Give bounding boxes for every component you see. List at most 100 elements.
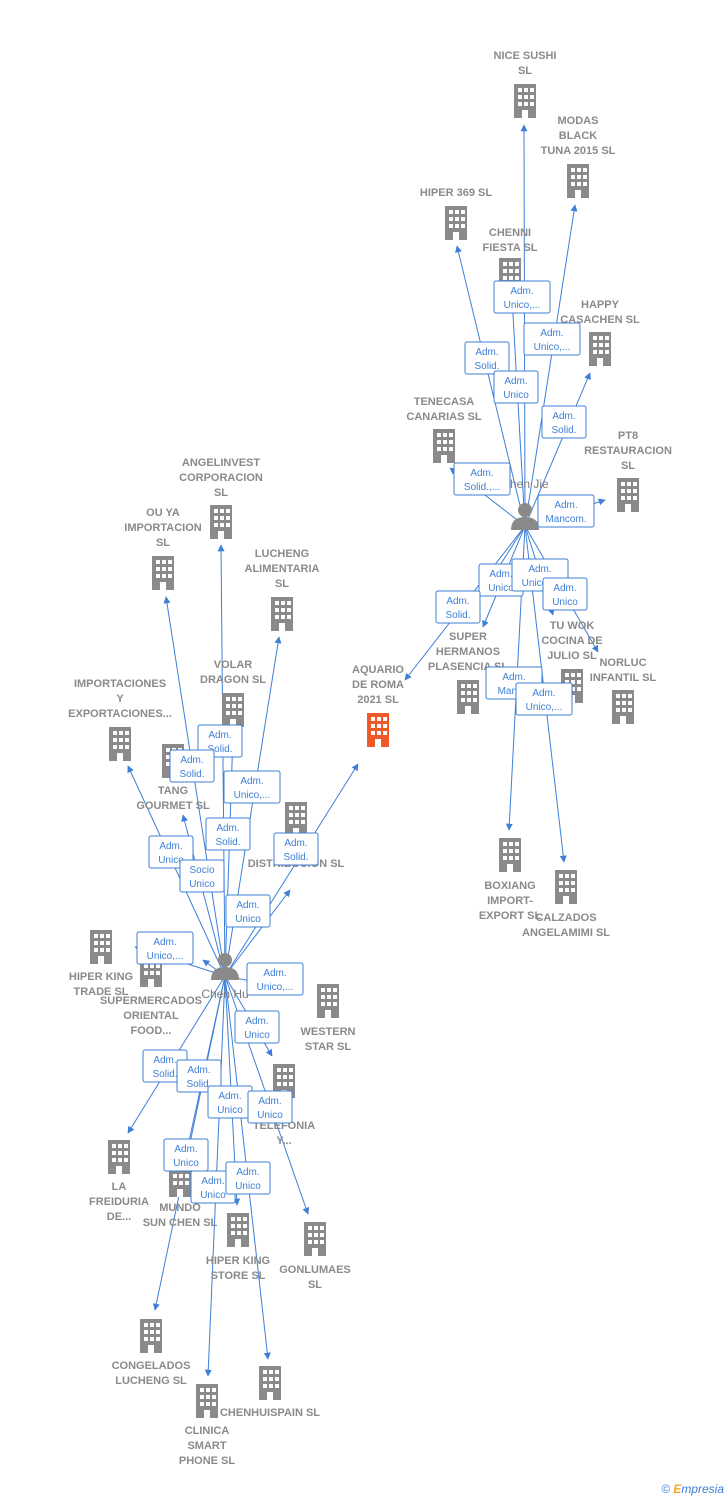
role-badge-box <box>136 931 194 965</box>
role-badge-text: Adm.Solid. <box>551 411 576 436</box>
role-badge-box <box>464 341 510 375</box>
role-badge-text: Adm.Solid. <box>152 1055 177 1080</box>
role-badge-text: Adm.Unico,... <box>257 968 294 993</box>
edge-chen_hu-aquario <box>224 763 359 977</box>
role-badge[interactable]: Adm.Unico <box>225 1161 271 1195</box>
role-badge[interactable]: Adm.Unico,... <box>246 962 304 996</box>
role-badge-text: Adm.Unico,... <box>526 688 563 713</box>
person-icon <box>218 953 232 967</box>
role-badge[interactable]: Adm.Solid. <box>169 749 215 783</box>
role-badge[interactable]: Adm.Unico <box>542 577 588 611</box>
role-badge[interactable]: Adm.Unico <box>225 894 271 928</box>
role-badge[interactable]: Adm.Solid. <box>435 590 481 624</box>
company-node-hiper369[interactable]: HIPER 369 SL <box>420 187 492 240</box>
role-badge-text: Adm.Mancom. <box>545 500 586 525</box>
role-badge[interactable]: Adm.Mancom. <box>537 494 595 528</box>
copyright-icon: © <box>661 1482 671 1496</box>
role-badge-text: Adm.Unico,... <box>534 328 571 353</box>
edge-chen_jie-happy <box>524 372 591 527</box>
role-badge-text: Adm.Solid. <box>474 347 499 372</box>
role-badge[interactable]: Adm.Unico <box>163 1138 209 1172</box>
role-badge[interactable]: Adm.Solid.,... <box>453 462 511 496</box>
building-icon <box>140 1319 162 1353</box>
role-badge[interactable]: Adm.Solid. <box>205 817 251 851</box>
role-badge[interactable]: Adm.Unico,... <box>523 322 581 356</box>
role-badge[interactable]: Adm.Unico <box>493 370 539 404</box>
role-badge-box <box>163 1138 209 1172</box>
role-badge-text: Adm.Solid. <box>186 1065 211 1090</box>
role-badge[interactable]: Adm.Unico <box>234 1010 280 1044</box>
role-badge-box <box>179 859 225 893</box>
role-badge-text: Adm.Solid. <box>283 838 308 863</box>
role-badge-box <box>246 962 304 996</box>
footer-brand[interactable]: ©Empresia <box>661 1482 724 1496</box>
role-badge[interactable]: Adm.Unico,... <box>493 280 551 314</box>
role-badge-text: Adm.Unico <box>488 569 514 594</box>
person-node-chen_hu[interactable] <box>211 953 239 980</box>
role-badge[interactable]: Adm.Solid. <box>176 1059 222 1093</box>
role-badge[interactable]: Adm.Unico <box>190 1170 236 1204</box>
role-badge[interactable]: Adm.Unico,... <box>223 770 281 804</box>
role-badge[interactable]: Adm.Unico <box>207 1085 253 1119</box>
role-badge-box <box>542 577 588 611</box>
role-badge[interactable]: Adm.Solid. <box>197 724 243 758</box>
company-node-chenhuispain[interactable]: CHENHUISPAIN SL <box>220 1366 320 1419</box>
building-icon <box>612 690 634 724</box>
role-badge[interactable]: Adm.Solid. <box>464 341 510 375</box>
role-badge-box <box>523 322 581 356</box>
role-badge[interactable]: Adm.Solid. <box>541 405 587 439</box>
person-node-chen_jie[interactable] <box>511 503 539 530</box>
role-badge-text: Adm.Unico,... <box>234 776 271 801</box>
role-badge[interactable]: Adm.Unico,... <box>136 931 194 965</box>
person-icon-body <box>211 967 239 980</box>
role-badge-box <box>205 817 251 851</box>
role-badge-text: Adm.Manc... <box>498 672 531 697</box>
role-badge-box <box>176 1059 222 1093</box>
role-badge[interactable]: Adm.Unico <box>247 1090 293 1124</box>
role-badge[interactable]: Adm.Unico,... <box>515 682 573 716</box>
role-badge[interactable]: Adm.Solid. <box>273 832 319 866</box>
brand-initial: E <box>673 1482 682 1496</box>
role-badge-text: Adm.Unico,... <box>147 937 184 962</box>
